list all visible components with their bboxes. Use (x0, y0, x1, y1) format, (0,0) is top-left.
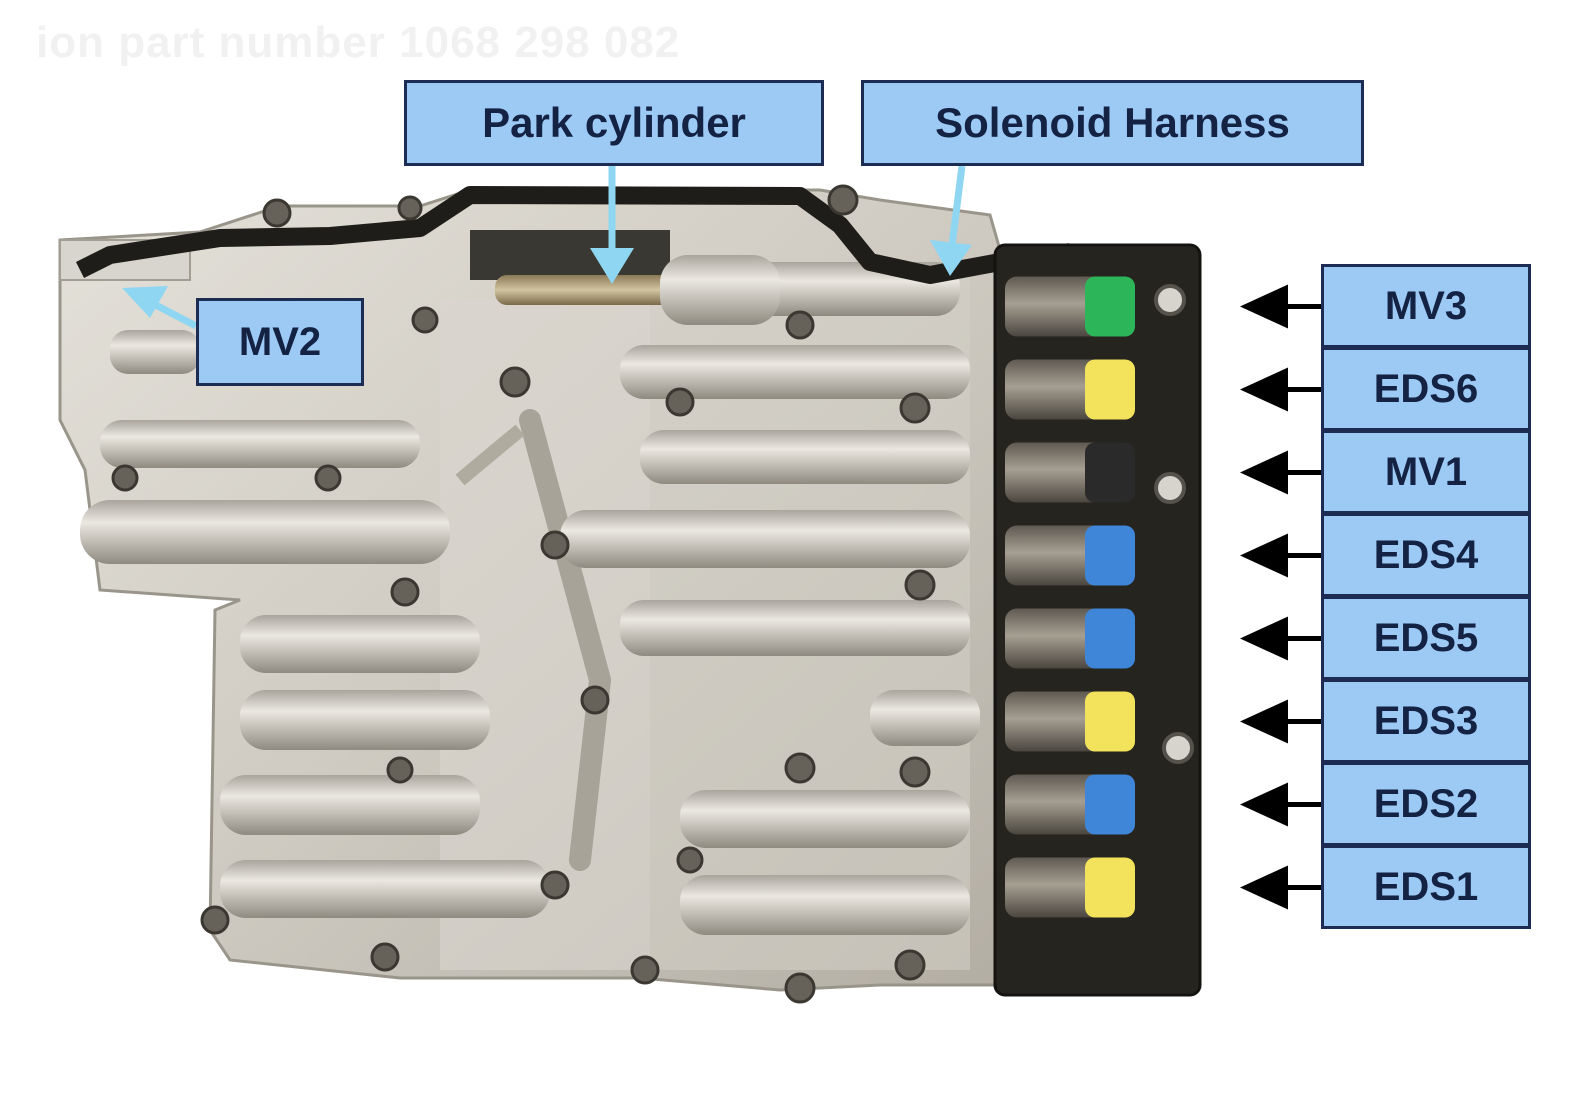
solenoid-cap-eds3 (1085, 691, 1135, 752)
solenoid-coil-eds6 (1005, 359, 1105, 420)
solenoid-coil-eds1 (1005, 857, 1105, 918)
solenoid-harness-label: Solenoid Harness (861, 80, 1364, 166)
solenoid-coil-eds2 (1005, 774, 1105, 835)
arrow-head-eds3 (1240, 699, 1288, 744)
solenoid-label-eds5: EDS5 (1321, 596, 1531, 680)
solenoid-stack (1005, 276, 1135, 918)
arrow-head-eds4 (1240, 533, 1288, 578)
pointer-arrows (122, 165, 972, 330)
rack-mount-rings (1154, 284, 1194, 764)
solenoid-cap-eds5 (1085, 608, 1135, 669)
solenoid-black-arrows (1240, 284, 1321, 910)
solenoid-coil-eds3 (1005, 691, 1105, 752)
solenoid-coil-eds5 (1005, 608, 1105, 669)
solenoid-cap-eds1 (1085, 857, 1135, 918)
solenoid-label-eds1: EDS1 (1321, 845, 1531, 929)
mounting-bolts (111, 184, 936, 1004)
solenoid-cap-eds2 (1085, 774, 1135, 835)
solenoid-label-eds6: EDS6 (1321, 347, 1531, 431)
arrow-head-mv3 (1240, 284, 1288, 329)
solenoid-label-mv3: MV3 (1321, 264, 1531, 348)
solenoid-harness-cable (75, 186, 1072, 284)
solenoid-coil-eds4 (1005, 525, 1105, 586)
solenoid-label-mv1: MV1 (1321, 430, 1531, 514)
park-cylinder-label: Park cylinder (404, 80, 824, 166)
arrow-head-eds2 (1240, 782, 1288, 827)
arrow-head-eds5 (1240, 616, 1288, 661)
mv2-label: MV2 (196, 298, 364, 386)
faded-header-text: ion part number 1068 298 082 (36, 18, 681, 67)
solenoid-cap-mv3 (1085, 276, 1135, 337)
solenoid-coil-mv1 (1005, 442, 1105, 503)
solenoid-label-eds4: EDS4 (1321, 513, 1531, 597)
arrow-head-eds1 (1240, 865, 1288, 910)
solenoid-cap-eds4 (1085, 525, 1135, 586)
park-cylinder-part (470, 230, 780, 325)
arrow-head-mv1 (1240, 450, 1288, 495)
solenoid-cap-mv1 (1085, 442, 1135, 503)
left-spool-bores (80, 330, 550, 918)
solenoid-cap-eds6 (1085, 359, 1135, 420)
solenoid-label-eds2: EDS2 (1321, 762, 1531, 846)
solenoid-coil-mv3 (1005, 276, 1105, 337)
arrow-head-eds6 (1240, 367, 1288, 412)
solenoid-label-eds3: EDS3 (1321, 679, 1531, 763)
